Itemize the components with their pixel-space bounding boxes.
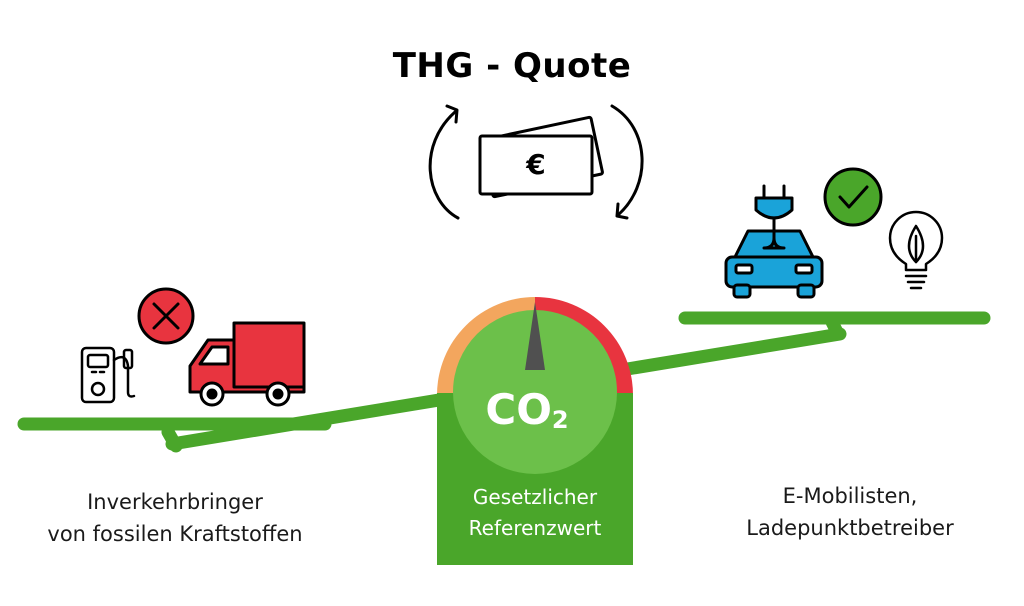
gauge-dial xyxy=(453,310,617,474)
banknote-icon: € xyxy=(478,115,604,199)
co2-label: CO2 xyxy=(485,385,568,434)
right-group-line2: Ladepunktbetreiber xyxy=(746,516,954,540)
left-group-line1: Inverkehrbringer xyxy=(87,490,263,514)
lightbulb-leaf-icon xyxy=(888,210,944,290)
fuel-pump-icon xyxy=(80,346,136,404)
left-group-line2: von fossilen Kraftstoffen xyxy=(47,522,303,546)
electric-car-icon xyxy=(724,229,824,299)
gauge-needle xyxy=(525,302,545,370)
cross-circle-icon xyxy=(137,287,195,345)
left-group-label: Inverkehrbringer von fossilen Kraftstoff… xyxy=(20,486,330,550)
right-group-line1: E-Mobilisten, xyxy=(782,484,918,508)
plug-icon xyxy=(754,184,794,250)
co2-gauge: CO2 xyxy=(437,297,633,565)
currency-symbol: € xyxy=(525,148,545,181)
page-title: THG - Quote xyxy=(392,46,632,86)
co2-subscript: 2 xyxy=(552,406,569,434)
reference-line1: Gesetzlicher xyxy=(472,485,598,509)
reference-line2: Referenzwert xyxy=(468,516,602,540)
truck-icon xyxy=(188,321,306,407)
checkmark-circle-icon xyxy=(823,167,883,227)
right-group-label: E-Mobilisten, Ladepunktbetreiber xyxy=(690,480,1010,544)
cycle-arrows-icon xyxy=(428,104,644,220)
reference-label: Gesetzlicher Referenzwert xyxy=(437,482,633,544)
